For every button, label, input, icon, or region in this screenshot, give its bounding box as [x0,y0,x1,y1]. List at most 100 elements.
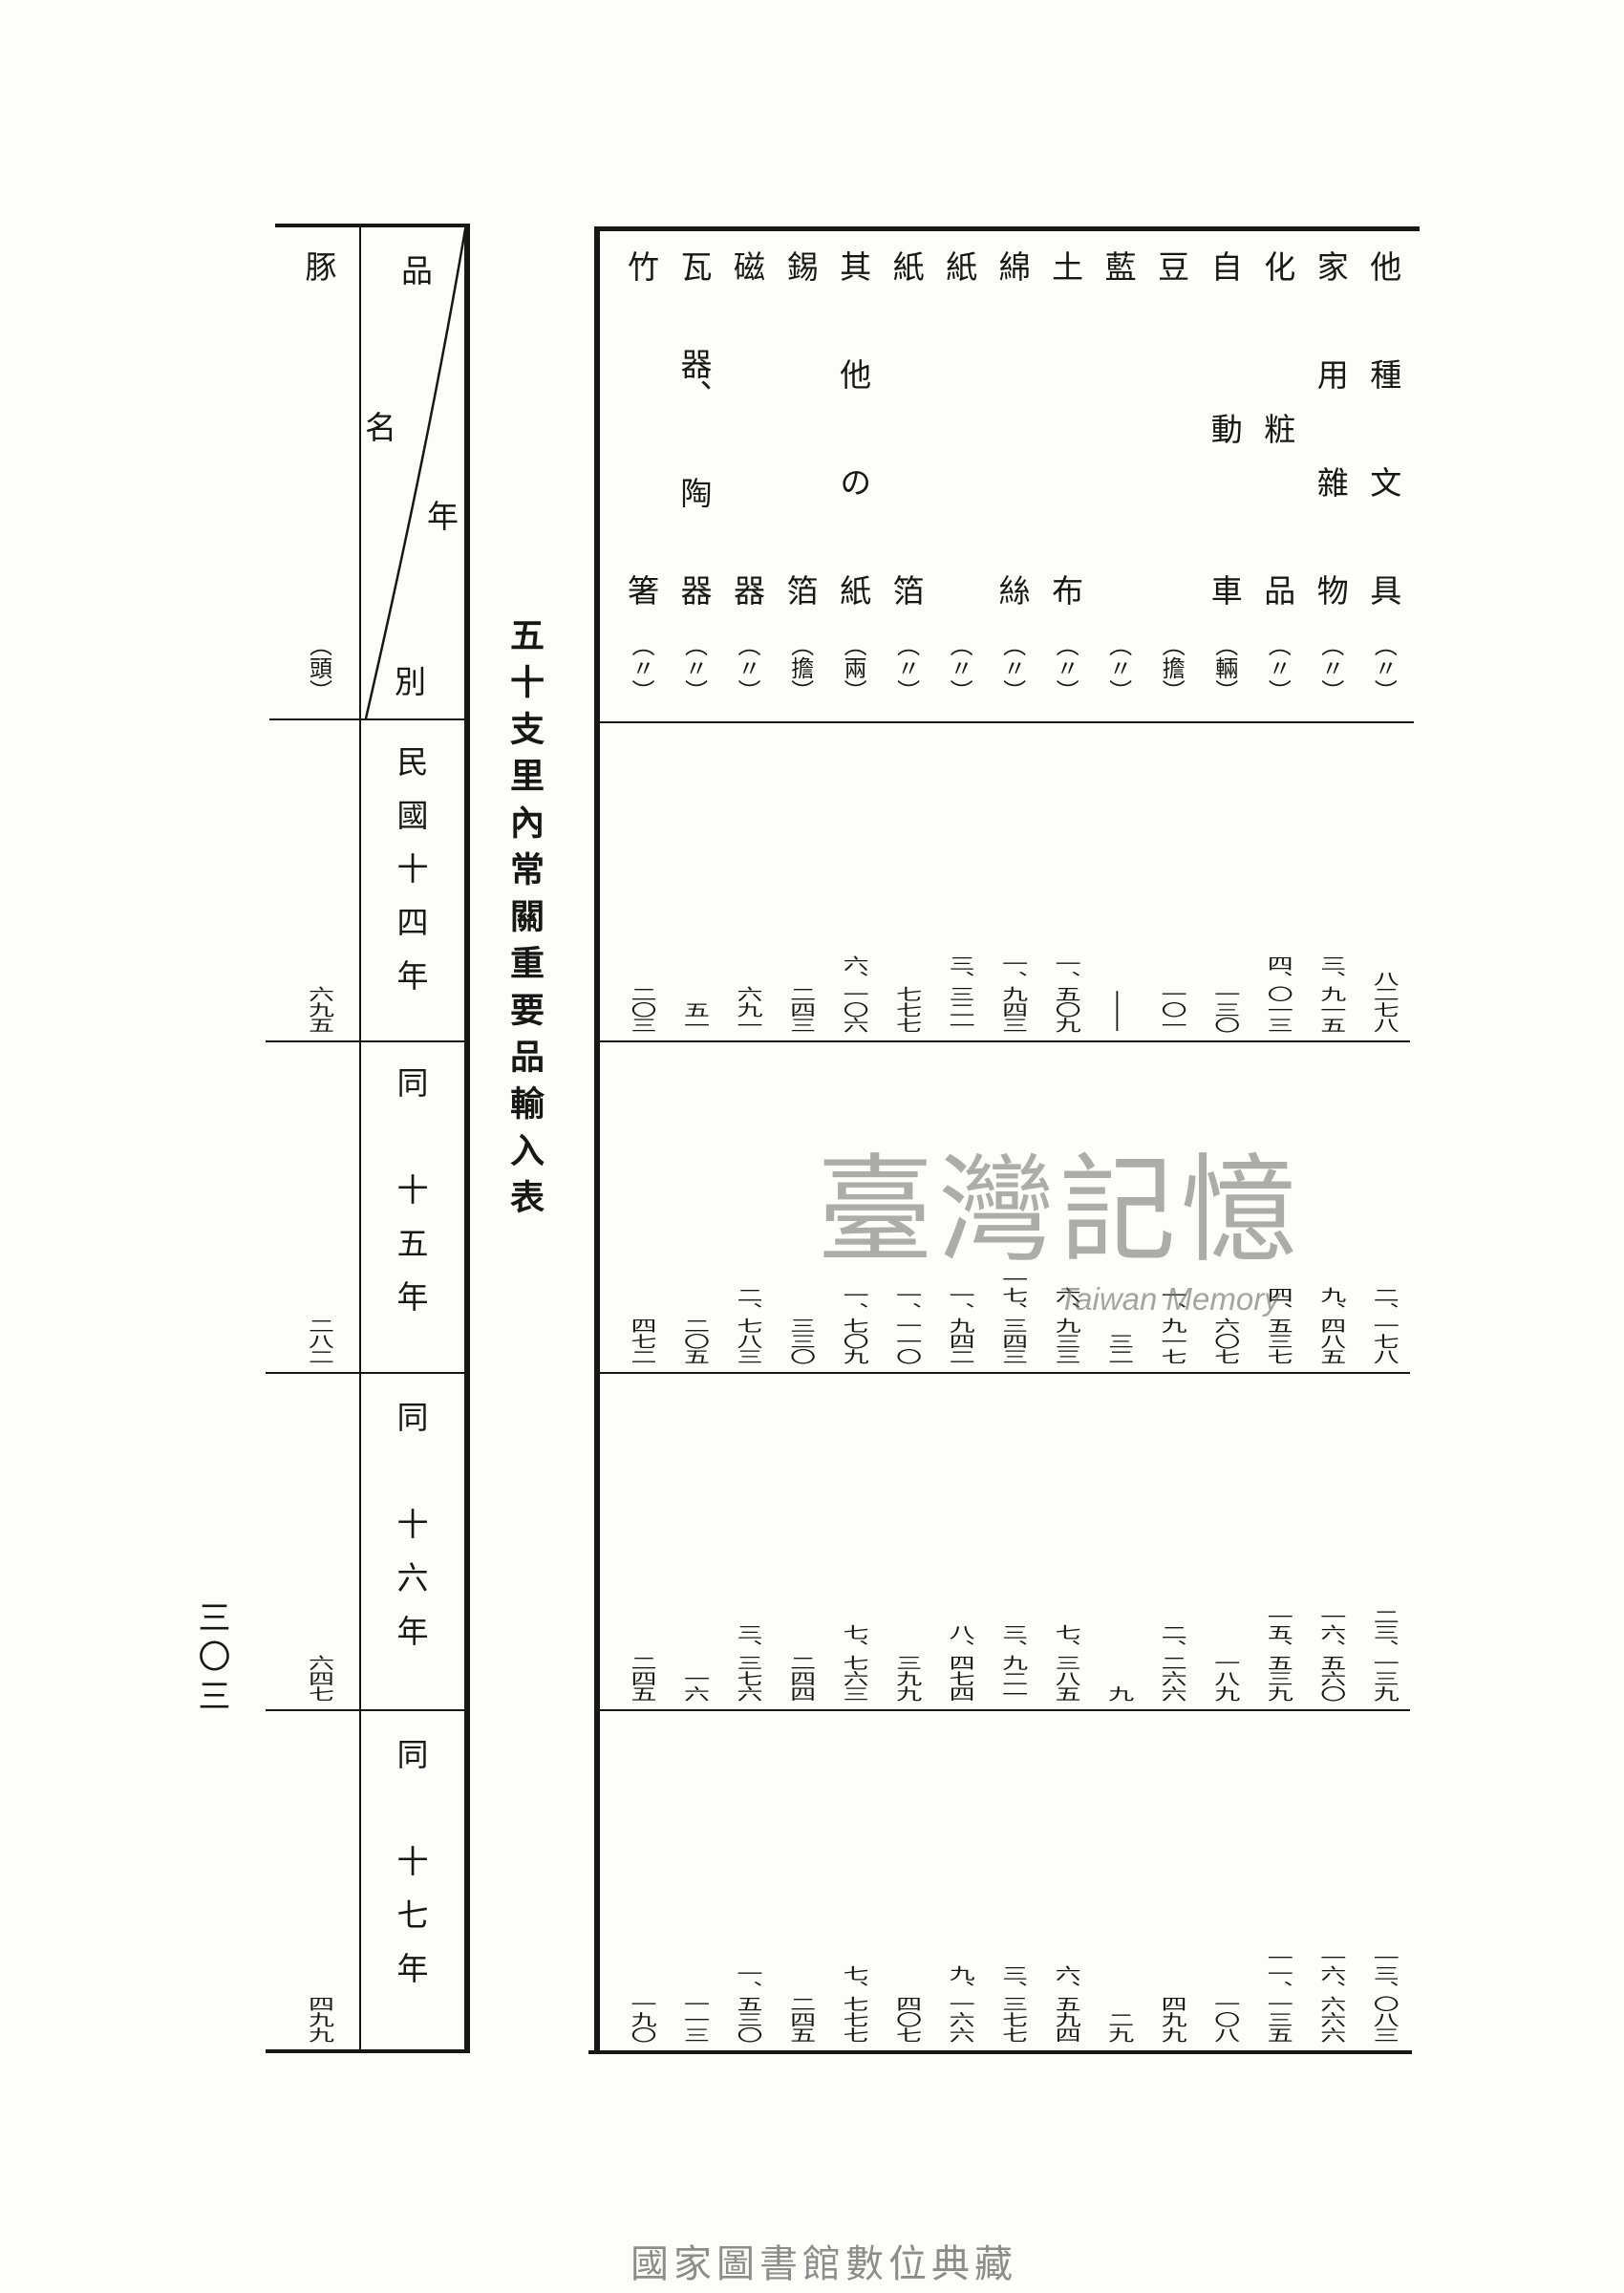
column-unit: （頭） [305,633,332,702]
column-unit: （〃） [1370,633,1398,702]
column-unit: （〃） [1104,633,1132,702]
table-cell-value: 一、九四三 [997,955,1028,1033]
table-cell-value: 二四三 [785,986,816,1033]
column-unit: （〃） [1052,633,1079,702]
label-character: 動 [1206,412,1244,444]
label-character: 錫 [781,250,820,282]
table-column: 磁器（〃）六九一二、七八三三、三七六一、五三〇 [720,232,774,2052]
column-unit: （〃） [892,633,920,702]
label-character: 紙 [887,250,926,282]
table-column: 土布（〃）一、五〇九六、九三三七、三八五六、五九四 [1038,232,1092,2052]
table-rule-top [275,224,470,227]
table-cell-value: 一七、三四三 [997,1271,1028,1364]
label-character: 種 [1364,358,1402,390]
table-cell-value: 四九九 [1156,1996,1186,2043]
table-cell-value: 四、五三七 [1262,1287,1293,1364]
column-unit: （輛） [1210,633,1238,702]
table-cell-value: 三、三七六 [732,1624,762,1702]
label-character: 豆 [1152,250,1190,282]
table-cell-value: 三二 [1103,1333,1134,1364]
import-table: 豚（頭）六九五二八二六四七四九九 [277,232,360,2052]
column-unit: （〃） [680,633,708,702]
table-rule-top [594,226,1420,231]
column-label: 土布 [1038,250,1092,606]
table-cell-value: 一、五〇九 [1050,955,1080,1033]
table-column: 家用雜物（〃）三、九一五九、四八五一六、五六〇一六、六六六 [1304,232,1357,2052]
table-cell-value: 八、四七四 [944,1624,974,1702]
table-cell-value: 二、二六六 [1156,1624,1186,1702]
column-label: 紙 [932,250,986,606]
label-character: の [834,466,872,498]
table-cell-value: 六九五 [304,986,333,1033]
column-unit: （〃） [628,633,655,702]
table-column: 其他の紙（兩）六、一〇六一、七〇九七、七六三七、七七七 [826,232,880,2052]
table-cell-value: 四七二 [626,1318,656,1364]
table-cell-value: 四九九 [304,1996,333,2043]
label-character: 瓦 [675,250,714,282]
label-character: 磁 [728,250,766,282]
table-cell-value: 一五、五三九 [1262,1608,1293,1702]
label-character: 家 [1312,250,1350,282]
table-column: 瓦器、陶器（〃）五一二〇五一六一一三 [668,232,721,2052]
table-cell-value: 六、五九四 [1050,1965,1080,2043]
header-year-char: 別 [395,663,426,700]
column-unit: （〃） [1264,633,1292,702]
table-cell-value: 九、一六六 [944,1965,974,2043]
column-label: 化粧品 [1250,250,1304,606]
table-cell-value: 一、五三〇 [732,1965,762,2043]
column-label: 家用雜物 [1304,250,1357,606]
column-label: 豚 [277,250,360,606]
column-label: 自動車 [1198,250,1251,606]
label-character: 粧 [1258,412,1296,444]
label-character: 綿 [994,250,1032,282]
label-character: 紙 [834,574,872,606]
label-character: 布 [1046,574,1084,606]
table-rule-left [594,226,600,2054]
label-character: 品 [1258,574,1296,606]
column-unit: （〃） [998,633,1026,702]
column-label: 紙箔 [880,250,933,606]
table-column: 綿絲（〃）一、九四三一七、三四三三、九二一三、三七七 [986,232,1039,2052]
table-cell-value: 九、四八五 [1315,1287,1346,1364]
table-cell-value: 一、九四二 [944,1287,974,1364]
column-unit: （擔） [1158,633,1186,702]
table-cell-value: 一一、一三五 [1262,1949,1293,2043]
table-cell-value: 六九一 [732,986,762,1033]
table-cell-value: 六、九三三 [1050,1287,1080,1364]
header-item-char: 名 [365,409,396,446]
label-character: 他 [834,358,872,390]
label-character: 絲 [994,574,1032,606]
table-cell-value: 四、〇一三 [1262,955,1293,1033]
label-character: 竹 [622,250,660,282]
table-cell-value: 一、一一〇 [891,1287,922,1364]
table-cell-value: 二四四 [785,1655,816,1702]
table-rule-row [600,1372,1410,1374]
label-character: 自 [1206,250,1244,282]
table-column: 豆（擔）一〇一一、九一七二、二六六四九九 [1144,232,1198,2052]
header-item-char: 品 [401,252,433,289]
year-label: 民國十四年 [392,745,429,1013]
table-cell-value: 一、七〇九 [838,1287,868,1364]
table-cell-value: 三、三七七 [997,1965,1028,2043]
table-rule-header [600,721,1414,723]
table-column: 他種文具（〃）八二七八二、一七八二三、一三九一三、〇八三 [1357,232,1410,2052]
column-label: 瓦器、陶器 [668,250,721,606]
label-character: 具 [1364,574,1402,606]
label-character: 物 [1312,574,1350,606]
table-cell-value: 二四五 [626,1655,656,1702]
table-rule-bottom [588,2050,1412,2054]
label-character: 箸 [622,574,660,606]
table-cell-value: 一〇一 [1156,986,1186,1033]
label-character: 藍 [1100,250,1138,282]
page-number: 三〇三 [192,1600,230,1718]
column-label: 其他の紙 [826,250,880,606]
table-cell-value: 五一 [679,1001,710,1033]
label-character: 用 [1312,358,1350,390]
table-cell-value: 一一三 [679,1996,710,2043]
table-cell-value: 六、一〇六 [838,955,868,1033]
column-unit: （〃） [734,633,761,702]
label-character: 紙 [940,250,978,282]
column-label: 他種文具 [1357,250,1410,606]
table-cell-value: 二四五 [785,1996,816,2043]
table-cell-value: 三三〇 [785,1318,816,1364]
